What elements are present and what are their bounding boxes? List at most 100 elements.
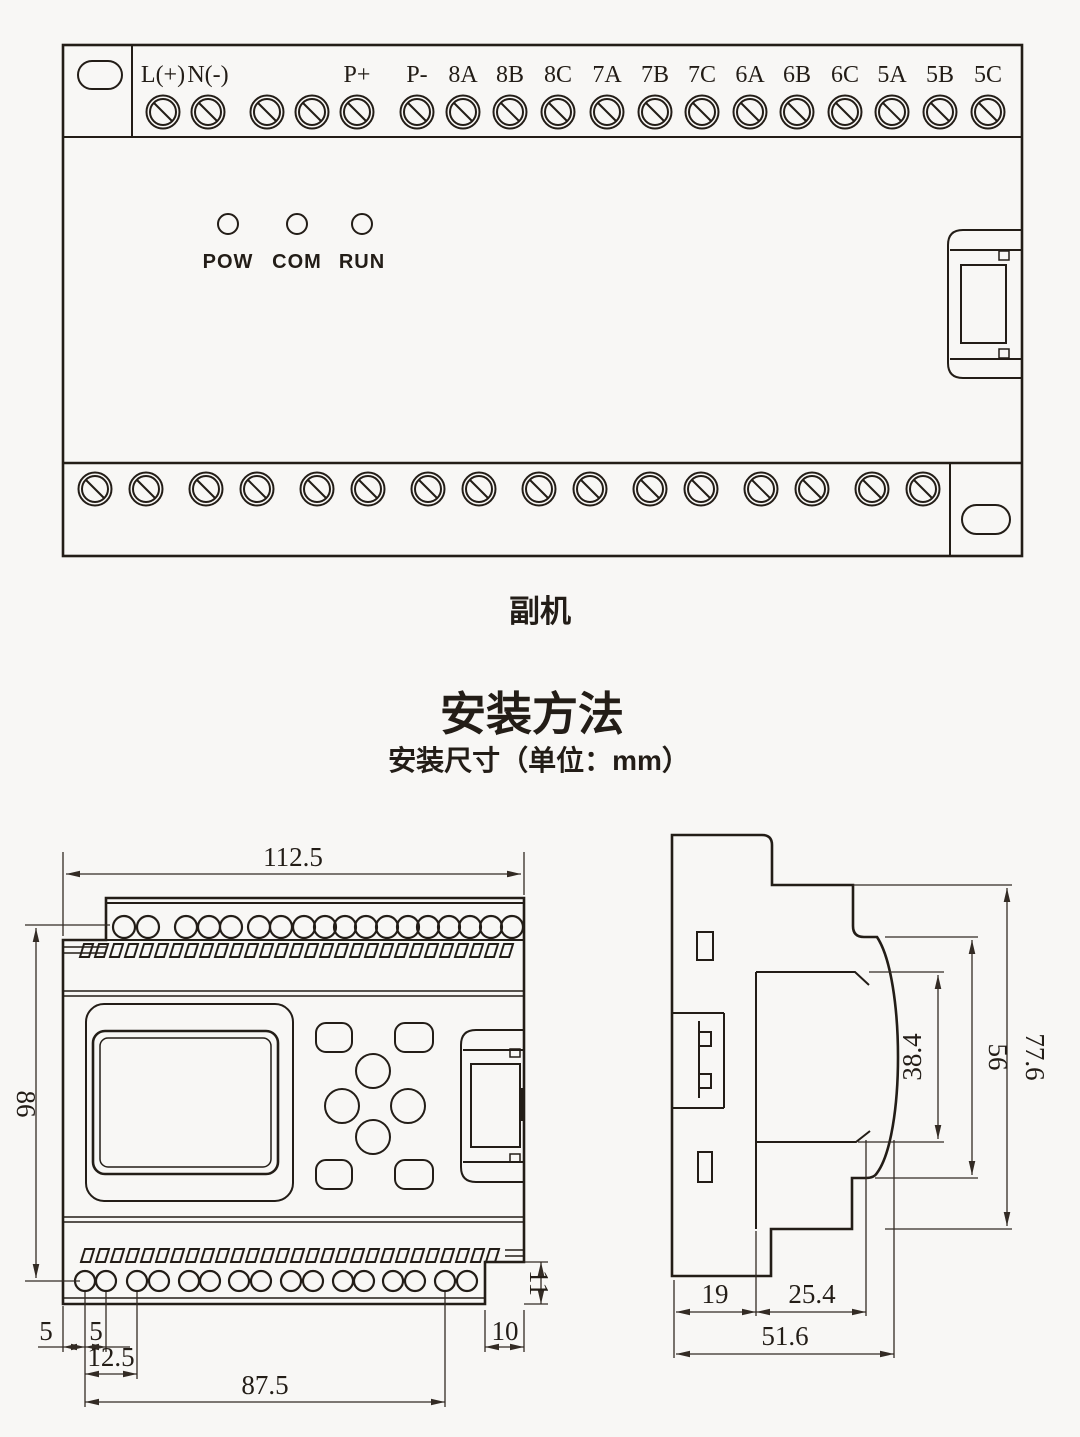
screw-inner (641, 98, 669, 126)
terminal-label: P+ (344, 62, 371, 88)
terminal-screw-icon (249, 94, 285, 130)
screw-inner (132, 475, 160, 503)
screw-outer (249, 94, 285, 130)
terminal-screw-icon (794, 471, 830, 507)
terminal-hole (246, 914, 272, 940)
front-strip-lines (63, 902, 524, 941)
side-window-lower (697, 1151, 713, 1183)
terminal-hole (301, 1269, 325, 1293)
screw-inner (878, 98, 906, 126)
side-bus-connector (947, 229, 1022, 379)
screw-slot (834, 101, 856, 123)
terminal-screw-icon (905, 471, 941, 507)
terminal-label: 8A (448, 62, 478, 88)
dim-text-total-height: 77.6 (1020, 1033, 1050, 1080)
screw-outer (239, 471, 275, 507)
terminal-hole (94, 1269, 118, 1293)
front-bottom-terminal-holes (73, 1269, 479, 1293)
side-front-cover-lines (755, 971, 871, 1229)
screw-inner (149, 98, 177, 126)
screw-inner (81, 475, 109, 503)
terminal-label: 5B (926, 62, 954, 88)
screw-outer (684, 94, 720, 130)
screw-slot (135, 478, 157, 500)
screw-outer (399, 94, 435, 130)
dim-text-front-height: 56 (983, 1044, 1013, 1071)
screw-inner (465, 475, 493, 503)
run-led-label: RUN (339, 251, 385, 273)
terminal-label: 6C (831, 62, 859, 88)
screw-slot (547, 101, 569, 123)
screw-inner (496, 98, 524, 126)
terminal-hole (312, 914, 338, 940)
terminal-hole (331, 1269, 355, 1293)
terminal-screw-icon (922, 94, 958, 130)
terminal-screws-top (145, 94, 1006, 130)
screw-outer (874, 94, 910, 130)
screw-inner (747, 475, 775, 503)
screw-slot (977, 101, 999, 123)
screw-inner (525, 475, 553, 503)
terminal-hole (173, 914, 199, 940)
terminal-label: 8B (496, 62, 524, 88)
serration-teeth (78, 943, 515, 958)
screw-inner (253, 98, 281, 126)
screw-outer (970, 94, 1006, 130)
screw-outer (461, 471, 497, 507)
terminal-screw-icon (190, 94, 226, 130)
terminal-screw-icon (521, 471, 557, 507)
screw-inner (194, 98, 222, 126)
serration-teeth (79, 1248, 501, 1263)
screw-inner (243, 475, 271, 503)
screw-slot (357, 478, 379, 500)
terminal-hole (415, 914, 441, 940)
terminal-label: P- (406, 62, 427, 88)
terminal-hole (455, 1269, 479, 1293)
terminal-hole (198, 1269, 222, 1293)
screw-inner (687, 475, 715, 503)
screw-outer (145, 94, 181, 130)
terminal-screw-icon (827, 94, 863, 130)
terminal-screw-icon (350, 471, 386, 507)
terminal-hole (352, 1269, 376, 1293)
dim-text-hole-pitch: 5 (89, 1316, 103, 1346)
screw-inner (974, 98, 1002, 126)
terminal-hole (395, 914, 421, 940)
screw-outer (637, 94, 673, 130)
screw-inner (798, 475, 826, 503)
screw-outer (299, 471, 335, 507)
screw-slot (690, 478, 712, 500)
dim-text-width: 112.5 (263, 842, 323, 872)
terminal-screw-icon (779, 94, 815, 130)
side-window-upper (696, 931, 714, 961)
screw-slot (301, 101, 323, 123)
run-led-icon (351, 213, 373, 235)
terminal-hole (125, 1269, 149, 1293)
section-title: 安装方法 (440, 688, 624, 740)
terminal-screw-icon (445, 94, 481, 130)
screw-outer (190, 94, 226, 130)
terminal-screw-icon (874, 94, 910, 130)
side-outline (670, 833, 900, 1278)
front-bezel (85, 1003, 294, 1202)
screw-outer (743, 471, 779, 507)
terminal-screw-icon (77, 471, 113, 507)
terminal-screw-icon (461, 471, 497, 507)
dim-text-total-depth: 51.6 (761, 1321, 808, 1351)
led-indicators: POW COM RUN (203, 213, 385, 273)
terminal-hole (499, 914, 525, 940)
screw-inner (783, 98, 811, 126)
front-top-terminal-holes (111, 914, 525, 940)
terminal-hole (249, 1269, 273, 1293)
front-din-serration-bottom (79, 1248, 501, 1263)
screw-outer (77, 471, 113, 507)
screw-outer (827, 94, 863, 130)
screw-outer (922, 94, 958, 130)
screw-outer (350, 471, 386, 507)
terminal-screw-icon (683, 471, 719, 507)
screw-slot (246, 478, 268, 500)
front-bus-connector (460, 1029, 525, 1183)
terminal-label: 8C (544, 62, 572, 88)
screw-inner (831, 98, 859, 126)
screw-inner (414, 475, 442, 503)
